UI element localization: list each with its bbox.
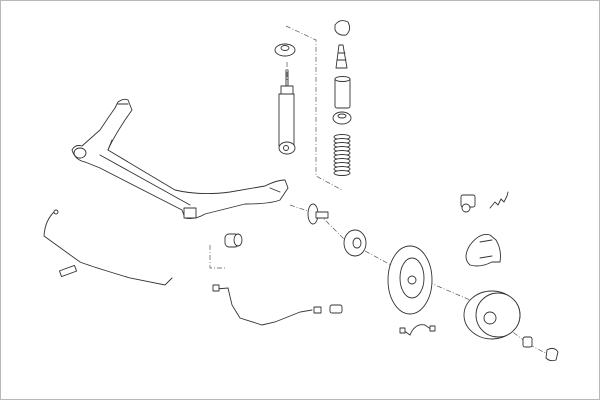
dust-cap[interactable] — [545, 347, 559, 362]
stub-axle[interactable] — [307, 203, 329, 225]
spring-coil-turn — [333, 170, 351, 176]
abs-sensor-cable-left[interactable] — [43, 209, 173, 286]
abs-sensor[interactable] — [329, 304, 343, 314]
brake-backplate[interactable] — [387, 245, 433, 315]
abs-sensor-cable-right[interactable] — [212, 284, 322, 326]
wheel-cylinder[interactable] — [460, 194, 476, 213]
shock-top-mount[interactable] — [274, 43, 296, 57]
axle-bushing[interactable] — [224, 233, 243, 248]
brake-shoes[interactable] — [465, 234, 501, 267]
brake-return-spring[interactable] — [489, 191, 509, 209]
bump-stop[interactable] — [335, 44, 348, 69]
brake-hose[interactable] — [399, 324, 436, 336]
wheel-hub[interactable] — [343, 229, 367, 257]
brake-drum[interactable] — [463, 290, 521, 340]
dust-boot[interactable] — [334, 76, 351, 109]
shock-absorber[interactable] — [278, 69, 296, 155]
rear-axle-beam[interactable] — [71, 98, 289, 219]
spring-top-mount[interactable] — [334, 20, 351, 36]
coil-spring[interactable] — [333, 134, 351, 176]
axle-nut[interactable] — [522, 336, 533, 348]
spring-seat[interactable] — [332, 111, 352, 125]
